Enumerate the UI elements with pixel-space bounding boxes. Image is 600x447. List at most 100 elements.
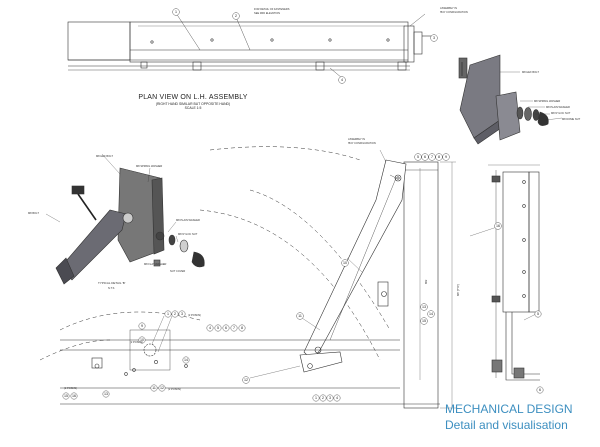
svg-text:12: 12 <box>244 378 248 382</box>
callout-plain-washer: M8 PLAIN WASHER <box>176 218 200 222</box>
svg-text:7: 7 <box>431 155 433 159</box>
balloon-9: 9 <box>442 153 450 161</box>
svg-text:6: 6 <box>225 326 227 330</box>
balloon-group: 1 2 3 4 5 6 7 8 9 10 11 12 13 14 15 16 1… <box>62 8 544 402</box>
svg-text:1: 1 <box>167 312 169 316</box>
balloon-13: 13 <box>420 303 428 311</box>
balloon-b-14: 14 <box>182 356 190 364</box>
svg-text:16: 16 <box>496 224 500 228</box>
svg-text:6: 6 <box>539 388 541 392</box>
balloon-b-16: 16 <box>70 392 78 400</box>
svg-text:14: 14 <box>184 358 188 362</box>
svg-text:14: 14 <box>429 312 433 316</box>
plan-view-assembly <box>67 12 432 79</box>
svg-text:3: 3 <box>433 36 435 40</box>
svg-text:9: 9 <box>141 324 143 328</box>
balloon-r-1: 5 <box>534 310 542 318</box>
callout-cap-top: M8 DOME NUT <box>562 117 581 121</box>
balloon-b-1: 1 <box>164 310 172 318</box>
caption-block: MECHANICAL DESIGN Detail and visualisati… <box>445 401 573 433</box>
balloon-14: 14 <box>427 310 435 318</box>
svg-text:13: 13 <box>104 392 108 396</box>
balloon-b-10: 10 <box>138 336 146 344</box>
callout-nut-top: M8 NYLOC NUT <box>551 111 571 115</box>
callout-spring-top: M8 SPRING WASHER <box>534 99 560 103</box>
arm-elevation <box>39 146 456 409</box>
callout-plain-top: M8 PLAIN WASHER <box>546 105 570 109</box>
svg-text:15: 15 <box>64 394 68 398</box>
balloon-3: 3 <box>430 34 438 42</box>
balloon-b-6: 6 <box>222 324 230 332</box>
balloon-b-15: 15 <box>62 392 70 400</box>
balloon-5: 5 <box>414 153 422 161</box>
balloon-b-12: 12 <box>158 384 166 392</box>
balloon-10: 10 <box>341 259 349 267</box>
top-note-1: FOR DETAIL OF FASTENERS <box>254 7 290 11</box>
svg-text:1: 1 <box>175 10 177 14</box>
balloon-6: 6 <box>421 153 429 161</box>
dim-height-1: 862 <box>424 279 428 284</box>
svg-text:2: 2 <box>322 396 324 400</box>
svg-text:11: 11 <box>152 386 156 390</box>
callout-nylon-nut: M8 NYLOC NUT <box>178 232 198 236</box>
caption-title: MECHANICAL DESIGN <box>445 402 573 416</box>
top-note-4: 'B/O' CONFIGURATION <box>440 10 468 14</box>
side-elevation <box>469 164 540 381</box>
svg-text:8: 8 <box>438 155 440 159</box>
svg-text:6: 6 <box>424 155 426 159</box>
plan-view-subtitle: (RIGHT HAND SIMILAR BUT OPPOSITE HAND) <box>155 102 231 106</box>
qty-label-c: (2 POSNS) <box>168 387 181 391</box>
balloon-2: 2 <box>232 12 240 20</box>
svg-text:5: 5 <box>217 326 219 330</box>
balloon-16: 16 <box>494 222 502 230</box>
drawing-notes: FOR DETAIL OF FASTENERS SEE 3RD ELEVATIO… <box>28 6 581 391</box>
qty-label-b: (2 POSNS) <box>130 340 143 344</box>
assembly-note-1: ASSEMBLY IN <box>348 137 365 141</box>
svg-text:8: 8 <box>241 326 243 330</box>
balloon-r-2: 6 <box>536 386 544 394</box>
svg-text:5: 5 <box>537 312 539 316</box>
assembly-note-2: 'B/O' CONFIGURATION <box>348 141 376 145</box>
callout-flat-washer: M8 FLAT WASHER <box>144 262 167 266</box>
detail-b-scale: N.T.S <box>108 286 115 290</box>
svg-text:11: 11 <box>298 314 302 318</box>
svg-text:10: 10 <box>343 261 347 265</box>
balloon-b-9: 9 <box>138 322 146 330</box>
balloon-7: 7 <box>428 153 436 161</box>
plan-view-scale: SCALE 1:5 <box>184 106 202 110</box>
qty-label-d: (2 POSNS) <box>64 386 77 390</box>
svg-text:12: 12 <box>160 386 164 390</box>
bracket-exploded-top <box>458 54 563 145</box>
balloon-b-5: 5 <box>214 324 222 332</box>
callout-bolt: M8 BOLT <box>28 211 39 215</box>
svg-text:10: 10 <box>140 338 144 342</box>
svg-text:2: 2 <box>235 14 237 18</box>
balloon-15: 15 <box>420 317 428 325</box>
svg-text:1: 1 <box>315 396 317 400</box>
svg-text:9: 9 <box>445 155 447 159</box>
balloon-b-4: 4 <box>206 324 214 332</box>
top-note-3: ASSEMBLY IN <box>440 6 457 10</box>
balloon-b-2: 2 <box>171 310 179 318</box>
detail-exploded-left <box>45 153 205 285</box>
top-note-2: SEE 3RD ELEVATION <box>254 11 280 15</box>
plan-view-title: PLAN VIEW ON L.H. ASSEMBLY <box>138 94 248 101</box>
balloon-b-13: 13 <box>102 390 110 398</box>
balloon-c-1: 1 <box>312 394 320 402</box>
svg-text:5: 5 <box>417 155 419 159</box>
plan-view-title-block: PLAN VIEW ON L.H. ASSEMBLY (RIGHT HAND S… <box>133 94 253 110</box>
balloon-b-7: 7 <box>230 324 238 332</box>
svg-text:2: 2 <box>174 312 176 316</box>
balloon-b-11: 11 <box>150 384 158 392</box>
qty-label-a: (2 POSNS) <box>188 313 201 317</box>
svg-text:15: 15 <box>422 319 426 323</box>
balloon-b-8: 8 <box>238 324 246 332</box>
svg-text:16: 16 <box>72 394 76 398</box>
balloon-c-3: 3 <box>326 394 334 402</box>
balloon-11: 11 <box>296 312 304 320</box>
balloon-8: 8 <box>435 153 443 161</box>
balloon-1: 1 <box>172 8 180 16</box>
callout-spring-washer: M8 SPRING WASHER <box>136 164 162 168</box>
detail-b-title: TYPICAL DETAIL 'B' <box>98 281 126 285</box>
